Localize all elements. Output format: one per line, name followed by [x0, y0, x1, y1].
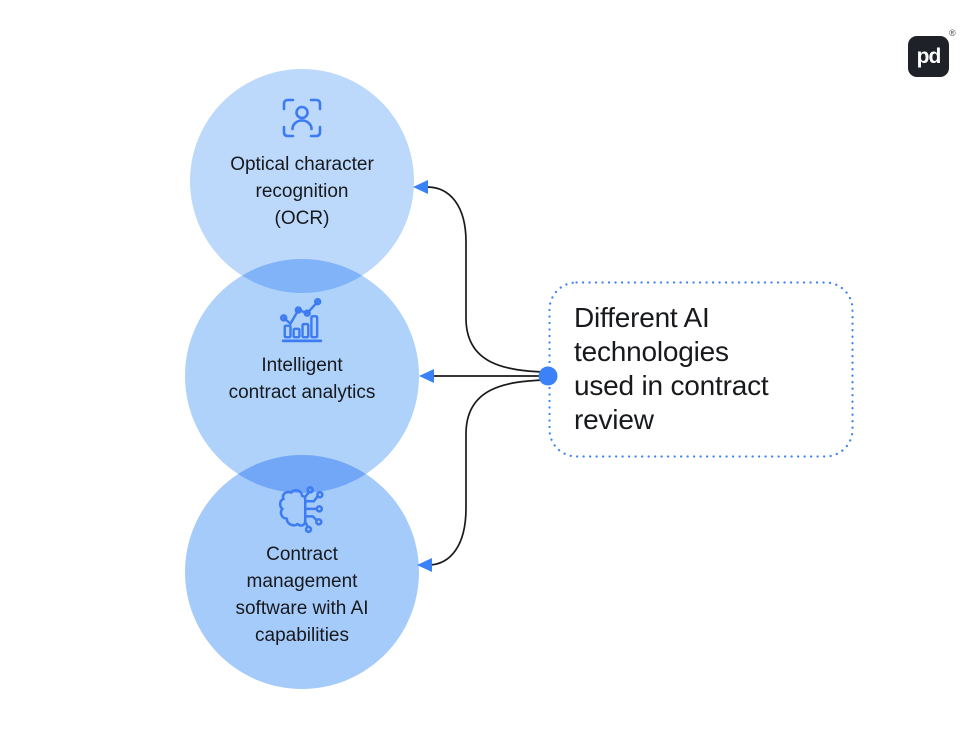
callout-text: Different AI technologies used in contra…: [574, 301, 769, 437]
node-ai-software-line: software with AI: [235, 598, 369, 619]
callout-line: review: [574, 404, 654, 435]
face-scan-icon: [282, 98, 322, 138]
trend-point: [313, 298, 322, 306]
callout-line: used in contract: [574, 370, 769, 401]
connector-line-top: [426, 186, 548, 373]
scan-bracket: [309, 125, 322, 138]
brain-outline: [278, 489, 307, 527]
node-ai-software-line: management: [246, 571, 358, 592]
callout-box: Different AI technologies used in contra…: [548, 281, 854, 458]
node-ai-software-line: capabilities: [255, 625, 349, 646]
chart-bar: [310, 315, 319, 339]
connector-line-bottom: [427, 379, 548, 566]
circuit-node: [315, 518, 323, 526]
arrow-head-top: [413, 180, 428, 194]
callout-line: Different AI: [574, 302, 710, 333]
pandadoc-logo: pd: [908, 36, 949, 77]
arrow-head-middle: [419, 369, 434, 383]
hub-dot: [538, 366, 558, 386]
node-ai-software-line: Contract: [266, 544, 338, 565]
chart-bar: [301, 322, 310, 339]
chart-bar: [283, 324, 292, 339]
scan-bracket: [309, 98, 322, 111]
node-ocr-line: Optical character: [230, 154, 374, 175]
trend-point: [303, 309, 311, 317]
node-analytics: Intelligent contract analytics: [192, 298, 412, 406]
trend-point: [279, 314, 288, 322]
pandadoc-logo-text: pd: [916, 44, 942, 68]
node-ocr-line: (OCR): [274, 208, 330, 229]
node-ocr-label: Optical character recognition (OCR): [230, 151, 374, 232]
circuit-node: [304, 525, 313, 534]
node-ai-software-label: Contract management software with AI cap…: [235, 541, 368, 649]
circuit-trace: [304, 491, 310, 499]
node-analytics-line: Intelligent: [261, 355, 343, 376]
circuit-trace: [304, 515, 318, 521]
circuit-node: [306, 486, 314, 494]
callout-dotted-border: [548, 281, 854, 458]
brain-circuit-icon: [278, 486, 324, 534]
node-analytics-label: Intelligent contract analytics: [229, 352, 376, 406]
chart-bar: [292, 327, 301, 339]
callout-line: technologies: [574, 336, 729, 367]
person-shoulders: [291, 119, 313, 131]
circle-analytics-background: [185, 259, 419, 493]
trend-line: [282, 300, 319, 325]
scan-bracket: [282, 125, 295, 138]
circuit-trace: [304, 520, 309, 528]
node-ai-software: Contract management software with AI cap…: [192, 485, 412, 649]
circuit-node: [315, 505, 324, 513]
registered-trademark: ®: [949, 28, 956, 38]
circuit-trace: [304, 495, 319, 503]
node-ocr-line: recognition: [255, 181, 349, 202]
circuit-node: [316, 491, 324, 499]
node-analytics-line: contract analytics: [228, 382, 376, 403]
person-head: [295, 105, 309, 120]
scan-bracket: [282, 98, 295, 111]
trend-point: [294, 306, 303, 314]
bar-chart-trend-icon: [279, 298, 323, 343]
node-ocr: Optical character recognition (OCR): [192, 96, 412, 232]
arrow-head-bottom: [417, 558, 432, 572]
